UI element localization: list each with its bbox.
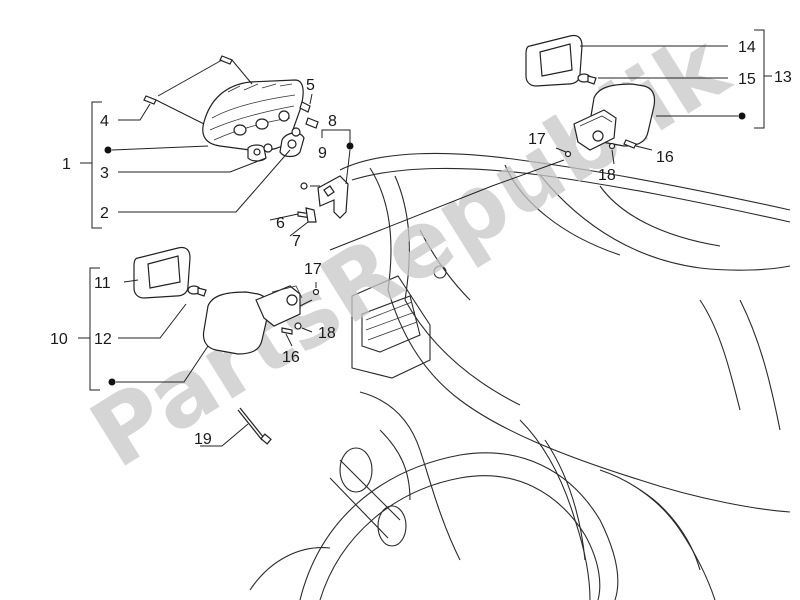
screw-part-4 <box>118 55 253 125</box>
callout-13: 13 <box>774 69 792 86</box>
bulb-holder-part-3 <box>118 143 273 173</box>
screws-part-16-17-18-left <box>281 282 320 347</box>
callout-16b: 16 <box>656 149 674 166</box>
socket-part-2 <box>118 127 305 213</box>
callout-5: 5 <box>306 77 315 94</box>
scooter-body-outline <box>249 152 791 600</box>
bulb-part-12 <box>118 285 207 339</box>
bulb-part-5 <box>299 93 319 129</box>
bulb-part-15 <box>577 73 728 85</box>
lead-dot-1 <box>104 145 209 154</box>
callout-9: 9 <box>318 145 327 162</box>
callout-8: 8 <box>328 113 337 130</box>
bracket-group-8 <box>321 129 351 146</box>
tail-light-assembly <box>202 79 304 152</box>
wire-part-19 <box>200 407 272 447</box>
callout-10: 10 <box>50 331 68 348</box>
callout-15: 15 <box>738 71 756 88</box>
callout-4: 4 <box>100 113 109 130</box>
callout-6: 6 <box>276 215 285 232</box>
callout-16a: 16 <box>282 349 300 366</box>
callout-18b: 18 <box>598 167 616 184</box>
bracket-group-1 <box>80 101 102 229</box>
callout-11: 11 <box>94 275 111 292</box>
turn-signal-lens-part-14 <box>525 34 728 87</box>
bracket-group-13 <box>754 29 772 129</box>
mount-bracket-part-9 <box>300 142 354 219</box>
screws-part-16-17-18-right <box>329 139 653 251</box>
callout-3: 3 <box>100 165 109 182</box>
callout-1: 1 <box>62 156 71 173</box>
turn-signal-body-part-10 <box>108 285 313 386</box>
callout-12: 12 <box>94 331 112 348</box>
bracket-group-10 <box>78 267 100 391</box>
callout-2: 2 <box>100 205 109 222</box>
callout-14: 14 <box>738 39 756 56</box>
callout-7: 7 <box>292 233 301 250</box>
turn-signal-lens-part-11 <box>123 246 191 299</box>
callout-17a: 17 <box>304 261 322 278</box>
turn-signal-body-part-13 <box>573 83 746 151</box>
callout-19: 19 <box>194 431 212 448</box>
callout-17b: 17 <box>528 131 546 148</box>
callout-labels: 1 4 3 2 5 8 9 6 7 10 11 12 17 18 16 19 1… <box>50 39 792 448</box>
screw-part-6 <box>269 207 317 237</box>
callout-18a: 18 <box>318 325 336 342</box>
